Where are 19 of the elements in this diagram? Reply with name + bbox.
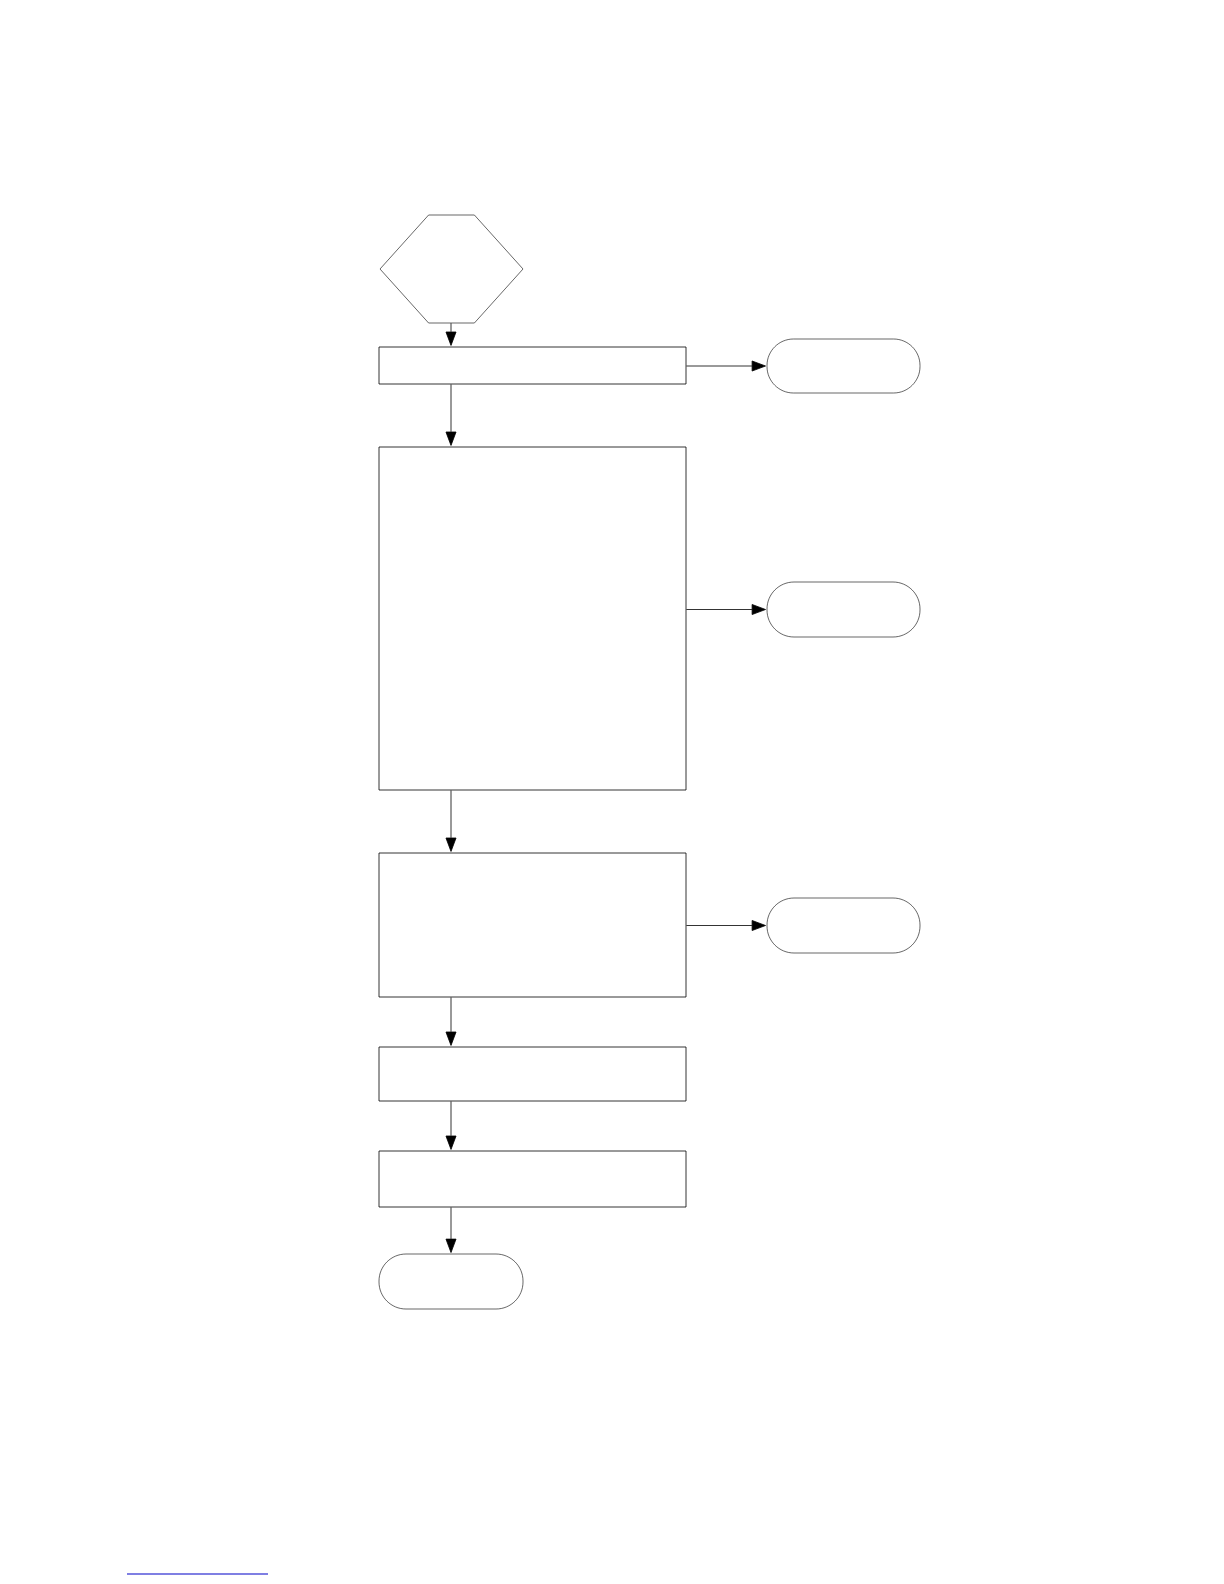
terminal-shape <box>766 581 921 638</box>
arrow <box>686 360 766 372</box>
process-box <box>378 852 687 998</box>
arrow <box>445 384 457 446</box>
process-box <box>378 1046 687 1102</box>
process-box <box>378 346 687 385</box>
arrow <box>445 790 457 852</box>
start-hexagon <box>379 214 524 324</box>
arrow <box>445 997 457 1046</box>
arrow <box>686 604 766 615</box>
arrow <box>445 322 457 346</box>
terminal-shape <box>766 897 921 954</box>
terminal-shape <box>766 338 921 394</box>
arrow <box>445 1207 457 1253</box>
arrow <box>445 1101 457 1150</box>
process-box <box>378 446 687 791</box>
process-box <box>378 1150 687 1208</box>
terminal-shape <box>378 1253 524 1310</box>
arrow <box>686 920 766 931</box>
